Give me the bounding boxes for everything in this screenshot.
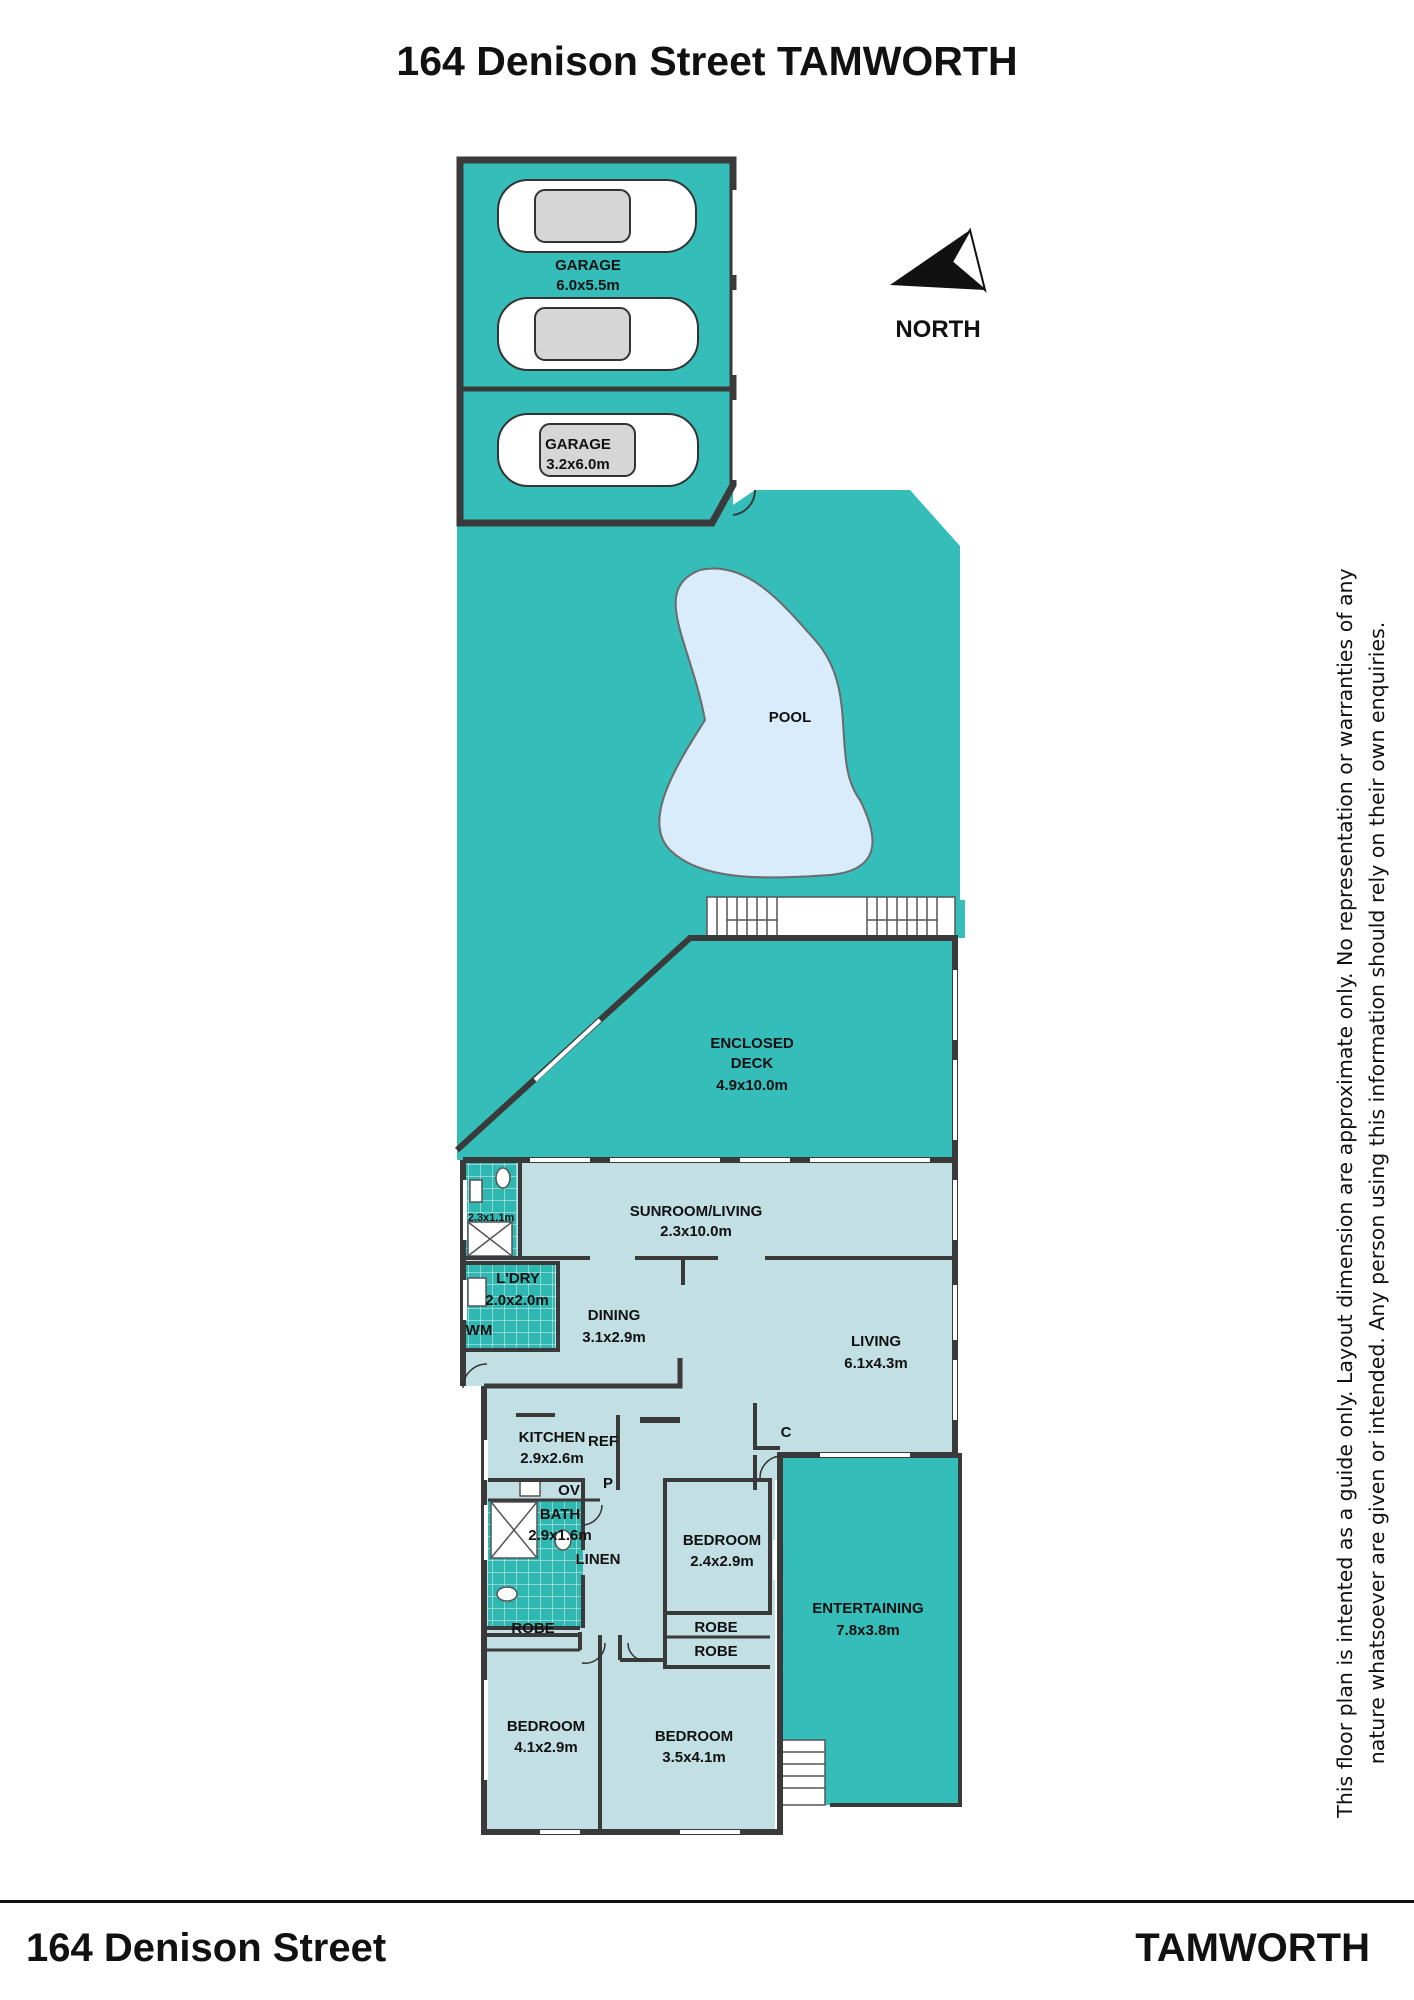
- kitchen-size: 2.9x2.6m: [520, 1450, 583, 1467]
- disclaimer-text: This floor plan is intented as a guide o…: [1333, 568, 1389, 1818]
- enclosed-deck-area: [457, 938, 955, 1160]
- house-interior: [463, 1160, 955, 1832]
- north-arrow-icon: [890, 227, 987, 293]
- footer-divider: [0, 1900, 1414, 1903]
- house-walls: [460, 1157, 958, 1835]
- garage-small-name: GARAGE: [545, 436, 611, 453]
- living-size: 6.1x4.3m: [844, 1355, 907, 1372]
- dining-name: DINING: [588, 1307, 641, 1324]
- deck-size: 4.9x10.0m: [716, 1077, 788, 1094]
- bath-size: 2.9x1.6m: [528, 1527, 591, 1544]
- kitchen-name: KITCHEN: [519, 1429, 586, 1446]
- laundry-name: L'DRY: [496, 1270, 540, 1287]
- bedroom-2-name: BEDROOM: [683, 1532, 761, 1549]
- ensuite-size: 2.3x1.1m: [468, 1212, 515, 1224]
- dining-size: 3.1x2.9m: [582, 1329, 645, 1346]
- pool-name: POOL: [769, 709, 812, 726]
- garage-small-size: 3.2x6.0m: [546, 456, 609, 473]
- footer-address: 164 Denison Street: [26, 1926, 387, 1970]
- garage-main-size: 6.0x5.5m: [556, 277, 619, 294]
- sunroom-size: 2.3x10.0m: [660, 1223, 732, 1240]
- garage-main-name: GARAGE: [555, 257, 621, 274]
- kitchen-oven: OV: [558, 1482, 580, 1499]
- bedroom-1-size: 4.1x2.9m: [514, 1739, 577, 1756]
- garage-walls: [456, 156, 737, 527]
- bedroom-2-size: 2.4x2.9m: [690, 1553, 753, 1570]
- robe-1-label: ROBE: [511, 1620, 554, 1637]
- footer-suburb: TAMWORTH: [1135, 1926, 1370, 1970]
- sunroom-name: SUNROOM/LIVING: [630, 1203, 763, 1220]
- pool-shape: [658, 567, 874, 879]
- robe-2-label: ROBE: [694, 1619, 737, 1636]
- car-icon: [497, 179, 699, 487]
- laundry-size: 2.0x2.0m: [485, 1292, 548, 1309]
- north-label: NORTH: [895, 316, 980, 343]
- laundry-wm: WM: [466, 1322, 493, 1339]
- linen-label: LINEN: [576, 1551, 621, 1568]
- entertaining-name: ENTERTAINING: [812, 1600, 923, 1617]
- plan-title: 164 Denison Street TAMWORTH: [396, 38, 1018, 84]
- kitchen-pantry: P: [603, 1475, 613, 1492]
- living-name: LIVING: [851, 1333, 901, 1350]
- bedroom-1-name: BEDROOM: [507, 1718, 585, 1735]
- robe-3-label: ROBE: [694, 1643, 737, 1660]
- deck-steps: [706, 896, 956, 938]
- bath-name: BATH: [540, 1506, 581, 1523]
- cupboard-label: C: [781, 1424, 792, 1441]
- deck-name-1: ENCLOSED: [710, 1035, 794, 1052]
- bedroom-3-name: BEDROOM: [655, 1728, 733, 1745]
- bedroom-3-size: 3.5x4.1m: [662, 1749, 725, 1766]
- kitchen-ref: REF: [588, 1433, 618, 1450]
- deck-name-2: DECK: [731, 1055, 774, 1072]
- entertaining-size: 7.8x3.8m: [836, 1622, 899, 1639]
